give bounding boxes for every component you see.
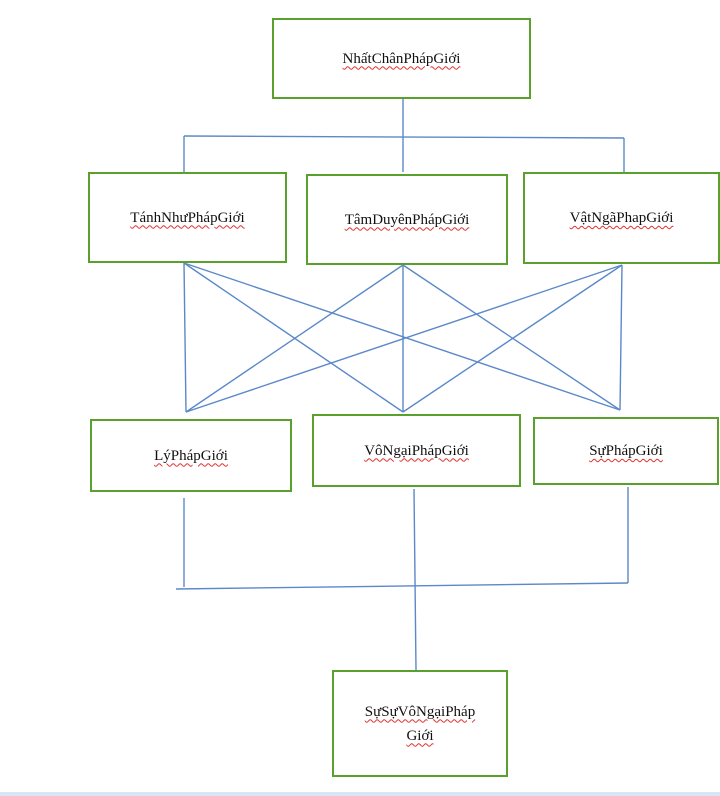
node-vat-nga: VậtNgãPhapGiới xyxy=(523,172,720,264)
edge-tam-duyen-su xyxy=(402,264,621,411)
node-su-su-label-line1: SựSựVôNgạiPháp xyxy=(364,703,476,720)
edge-vo-ngai-down xyxy=(413,488,417,671)
edge-root-branch xyxy=(183,135,625,139)
node-vat-nga-label: VậtNgãPhapGiới xyxy=(569,210,674,226)
node-ly: LýPhápGiới xyxy=(90,419,292,492)
edge-vat-nga-su xyxy=(619,264,623,411)
node-tam-duyen: TâmDuyênPhápGiới xyxy=(306,174,508,265)
edge-vat-nga-vo-ngai xyxy=(402,264,623,413)
edge-tanh-nhu-ly xyxy=(183,262,187,413)
node-nhat-chan: NhấtChânPhápGiới xyxy=(272,18,531,99)
node-su: SựPhápGiới xyxy=(533,417,719,485)
node-vo-ngai: VôNgạiPhápGiới xyxy=(312,414,521,487)
edge-vat-nga-ly xyxy=(185,264,623,413)
edge-tanh-nhu-su xyxy=(183,262,621,411)
node-vo-ngai-label: VôNgạiPhápGiới xyxy=(364,442,469,459)
node-su-label: SựPhápGiới xyxy=(589,443,663,459)
node-tam-duyen-label: TâmDuyênPhápGiới xyxy=(344,211,470,228)
edge-bottom-branch xyxy=(175,582,629,590)
node-su-su-vo-ngai: SựSựVôNgạiPháp Giới xyxy=(332,670,508,777)
node-su-su-label-line2: Giới xyxy=(406,727,434,744)
page-bottom-rule xyxy=(0,792,720,796)
edge-tam-duyen-ly xyxy=(185,264,404,413)
edge-tanh-nhu-vo-ngai xyxy=(183,262,404,413)
node-ly-label: LýPhápGiới xyxy=(154,447,228,464)
node-tanh-nhu: TánhNhưPhápGiới xyxy=(88,172,287,263)
node-nhat-chan-label: NhấtChânPhápGiới xyxy=(342,50,461,67)
node-tanh-nhu-label: TánhNhưPhápGiới xyxy=(130,209,245,226)
